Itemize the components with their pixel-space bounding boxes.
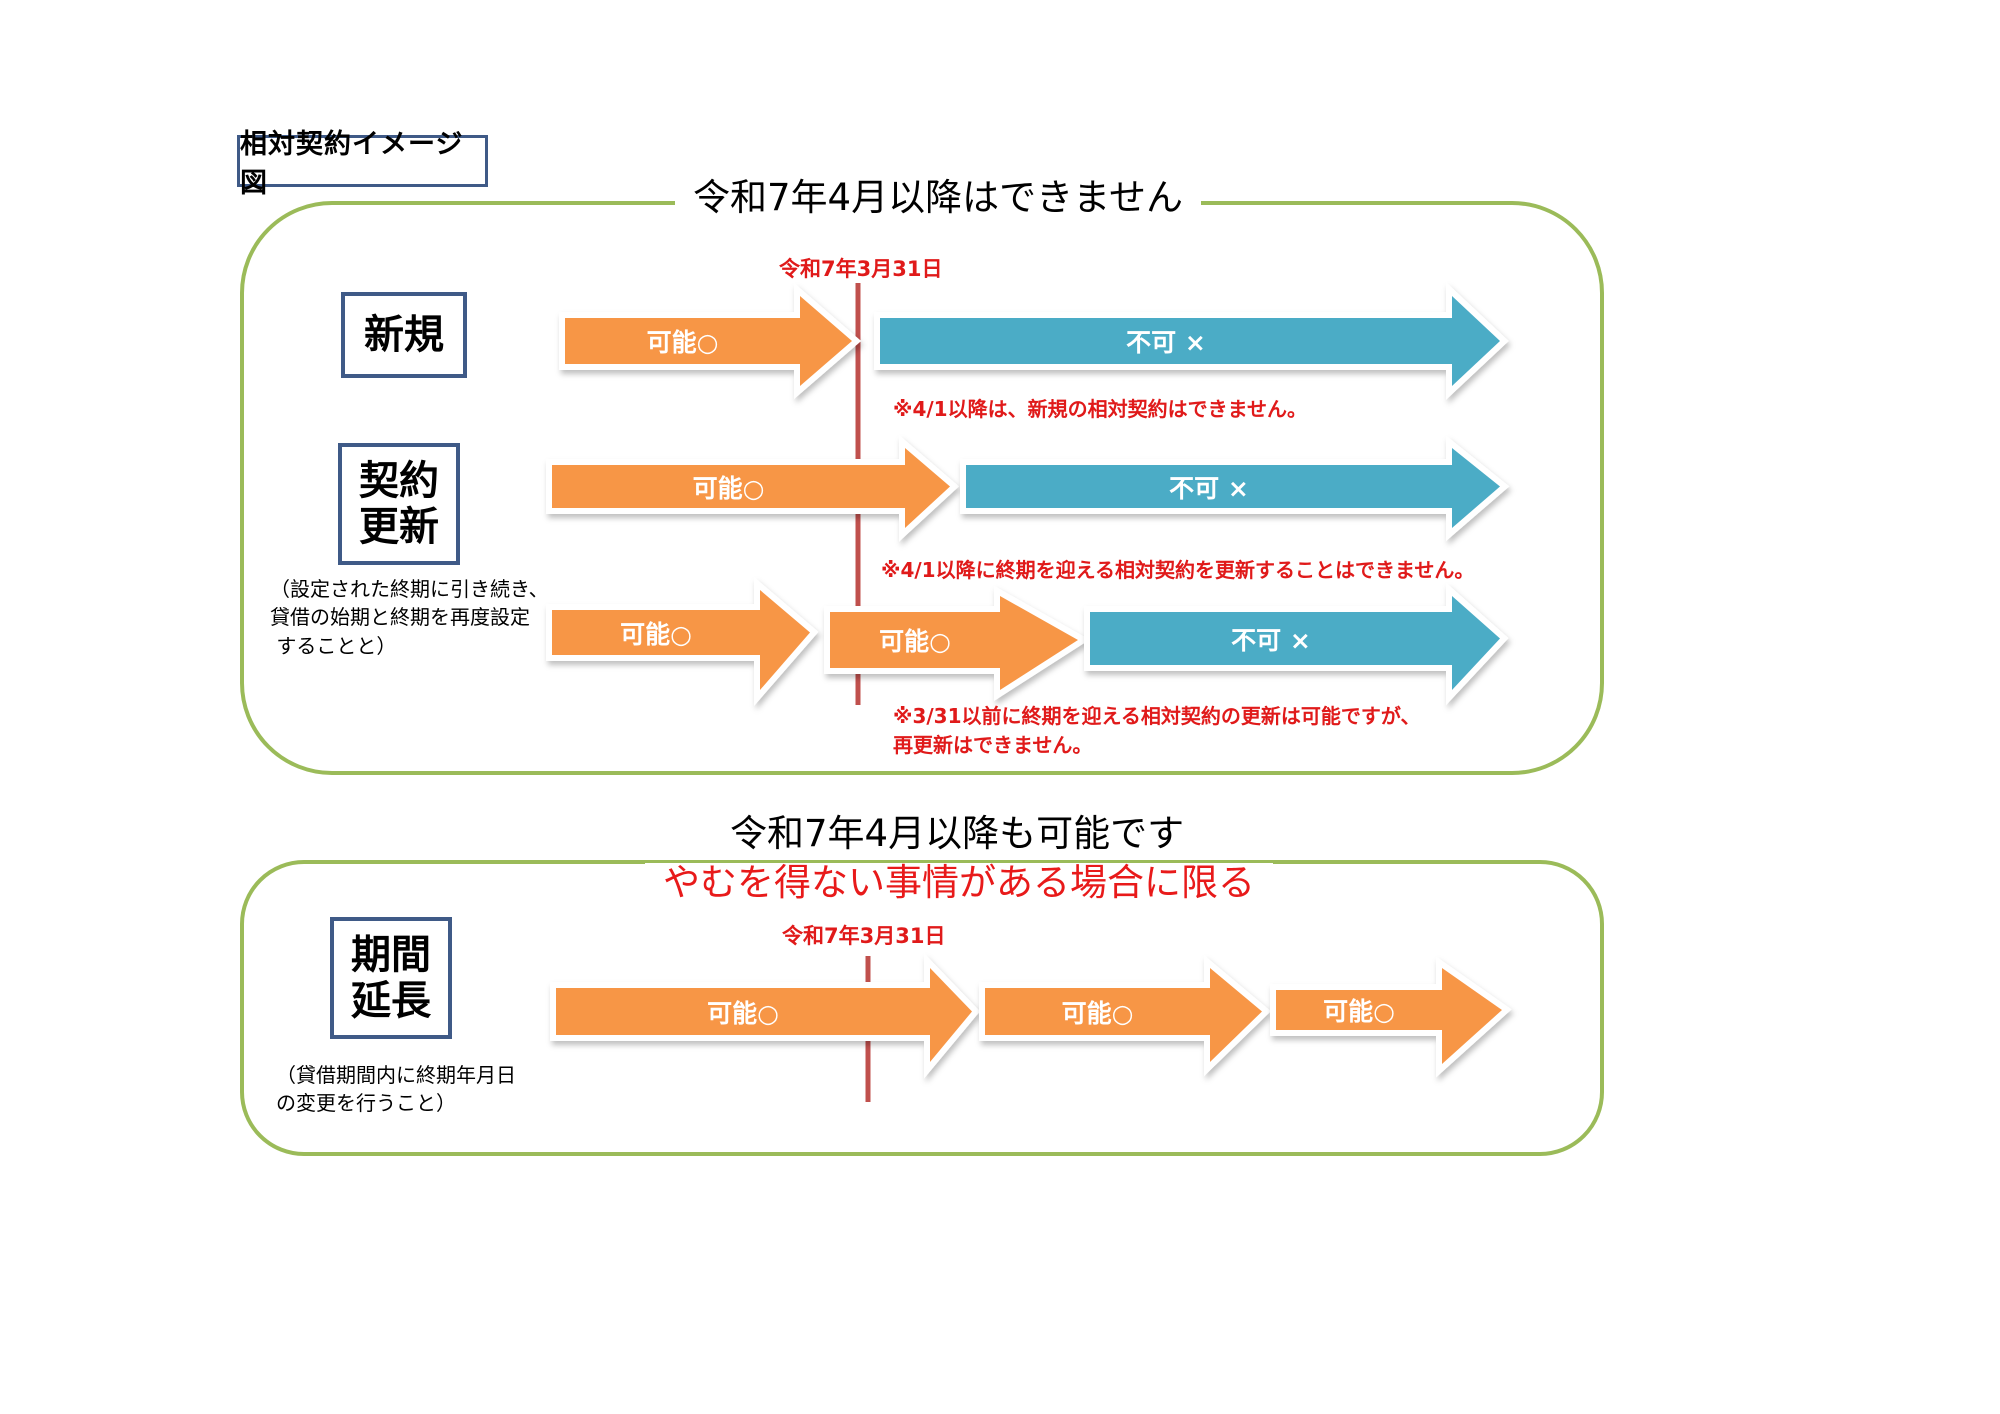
arrow-label-possible: 可能○: [692, 473, 765, 503]
row-label-text: 更新: [359, 504, 439, 550]
arrow-label-possible: 可能○: [707, 998, 779, 1028]
note-re-renewal: ※3/31以前に終期を迎える相対契約の更新は可能ですが、 再更新はできません。: [893, 704, 1421, 757]
diagram-title: 相対契約イメージ図: [237, 129, 488, 199]
row-label-text: 契約: [359, 458, 439, 504]
deadline-date-label-1: 令和7年3月31日: [779, 257, 943, 281]
row-label-text: 新規: [364, 312, 444, 358]
arrow-possible: [552, 590, 810, 690]
arrow-possible: [556, 968, 972, 1062]
arrow-layer: [546, 282, 1512, 1079]
arrow-impossible: [880, 296, 1500, 386]
arrow-label-impossible: 不可 ×: [1231, 625, 1311, 655]
renewal-description: （設定された終期に引き続き、 貸借の始期と終期を再度設定 することと）: [270, 577, 549, 658]
row-label-text: 延長: [351, 978, 431, 1024]
extension-description: （貸借期間内に終期年月日 の変更を行うこと）: [276, 1063, 516, 1116]
arrow-label-possible: 可能○: [1061, 998, 1134, 1028]
arrow-label-possible: 可能○: [1323, 997, 1395, 1026]
arrow-label-impossible: 不可 ×: [1169, 473, 1249, 503]
arrow-label-impossible: 不可 ×: [1126, 328, 1206, 357]
deadline-date-label-2: 令和7年3月31日: [782, 924, 946, 948]
section-subheading-allowed: やむを得ない事情がある場合に限る: [645, 862, 1273, 904]
row-label-new: 新規: [341, 292, 467, 378]
arrow-impossible: [1090, 596, 1500, 690]
arrow-label-possible: 可能○: [646, 328, 719, 357]
frame-allowed: [240, 860, 1604, 1156]
arrow-possible: [830, 596, 1078, 690]
arrow-possible: [985, 968, 1262, 1062]
note-renewal: ※4/1以降に終期を迎える相対契約を更新することはできません。: [881, 558, 1475, 582]
arrow-label-possible: 可能○: [620, 619, 692, 649]
note-new-contract: ※4/1以降は、新規の相対契約はできません。: [893, 397, 1307, 421]
arrow-label-possible: 可能○: [879, 627, 951, 656]
row-label-text: 期間: [351, 932, 431, 978]
arrow-possible: [565, 296, 852, 386]
section-heading-not-allowed: 令和7年4月以降はできません: [675, 177, 1201, 219]
arrow-possible: [1276, 968, 1502, 1064]
arrow-possible: [552, 448, 950, 528]
row-label-extension: 期間 延長: [330, 917, 452, 1039]
arrow-impossible: [966, 448, 1500, 528]
section-heading-allowed: 令和7年4月以降も可能です: [712, 813, 1203, 855]
row-label-renewal: 契約 更新: [338, 443, 460, 565]
